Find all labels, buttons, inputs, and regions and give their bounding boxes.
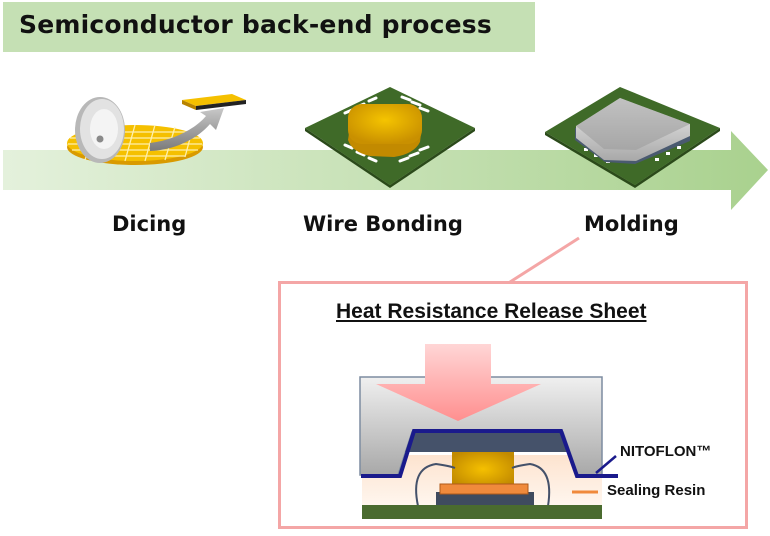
press-arrow (376, 344, 541, 421)
wafer-dicing-icon (67, 94, 246, 165)
step-label-dicing: Dicing (112, 212, 187, 236)
nitoflon-leader (595, 455, 617, 474)
wire-bonded-chip-icon (305, 87, 475, 188)
callout-title: Heat Resistance Release Sheet (336, 300, 647, 323)
title-banner: Semiconductor back-end process (3, 2, 535, 52)
sealing-resin-layer (439, 483, 529, 495)
mold-cross-section (359, 344, 618, 519)
callout-connector (509, 236, 580, 284)
substrate (362, 505, 602, 519)
step-label-molding: Molding (584, 212, 679, 236)
chip-die (452, 452, 514, 486)
step-label-wire-bonding: Wire Bonding (303, 212, 463, 236)
release-sheet-film (361, 429, 618, 478)
callout-box (278, 281, 748, 529)
molded-package-icon (545, 87, 720, 188)
page-title: Semiconductor back-end process (19, 10, 492, 39)
legend-sealing-resin: Sealing Resin (607, 482, 706, 499)
legend-nitoflon: NITOFLON™ (620, 443, 712, 460)
